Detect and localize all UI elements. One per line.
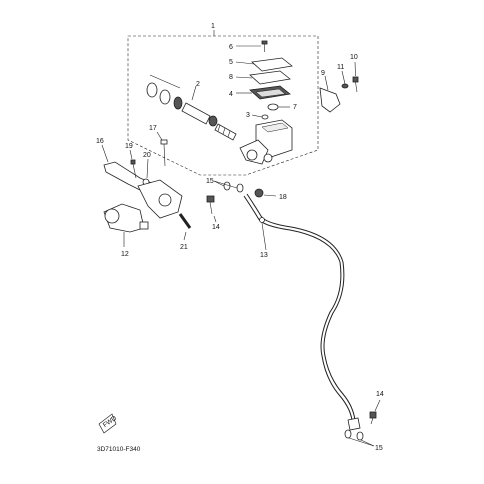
callout-8: 8 xyxy=(229,74,233,81)
callout-11: 11 xyxy=(337,64,344,71)
callout-10: 10 xyxy=(350,54,358,61)
bolt-part-10 xyxy=(352,76,359,93)
reservoir-cap-part-5 xyxy=(251,57,293,72)
callout-9: 9 xyxy=(321,70,325,77)
bolt-part-19 xyxy=(130,159,137,179)
hose-fitting-bottom xyxy=(344,417,364,441)
callout-18: 18 xyxy=(279,194,287,201)
callout-12: 12 xyxy=(121,251,129,258)
screw-part-6 xyxy=(261,40,268,52)
brake-switch-part-12 xyxy=(103,203,149,233)
holder-part-9 xyxy=(319,87,341,113)
callout-16: 16 xyxy=(96,138,104,145)
callout-1: 1 xyxy=(211,23,215,30)
union-bolt-part-14-bottom xyxy=(369,411,377,425)
float-part-7 xyxy=(267,103,279,111)
pivot-bolt-part-17 xyxy=(160,139,168,167)
callout-19: 19 xyxy=(125,143,133,150)
washer-part-3 xyxy=(261,114,269,120)
catalog-code: 3D71010-F340 xyxy=(97,446,141,453)
callout-21: 21 xyxy=(180,244,188,251)
diaphragm-plate-part-8 xyxy=(249,70,291,85)
front-direction-marker: FWD xyxy=(98,413,118,434)
master-cylinder-body xyxy=(239,119,293,165)
union-bolt-part-14 xyxy=(206,195,215,215)
callout-14: 14 xyxy=(212,224,220,231)
callout-6: 6 xyxy=(229,44,233,51)
callout-2: 2 xyxy=(196,81,200,88)
washer-part-11 xyxy=(341,83,349,89)
assembly-group-box xyxy=(127,35,319,176)
callout-13: 13 xyxy=(260,252,268,259)
callout-4: 4 xyxy=(229,91,233,98)
piston-kit-part-2 xyxy=(146,74,237,141)
callout-3: 3 xyxy=(246,112,250,119)
callout-17: 17 xyxy=(149,125,157,132)
callout-14-bottom: 14 xyxy=(376,391,384,398)
callout-15: 15 xyxy=(206,178,214,185)
callout-15-bottom: 15 xyxy=(375,445,383,452)
callout-7: 7 xyxy=(293,104,297,111)
nut-part-18 xyxy=(254,188,264,198)
callout-5: 5 xyxy=(229,59,233,66)
adjuster-part-21 xyxy=(178,213,192,229)
callout-20: 20 xyxy=(143,152,151,159)
